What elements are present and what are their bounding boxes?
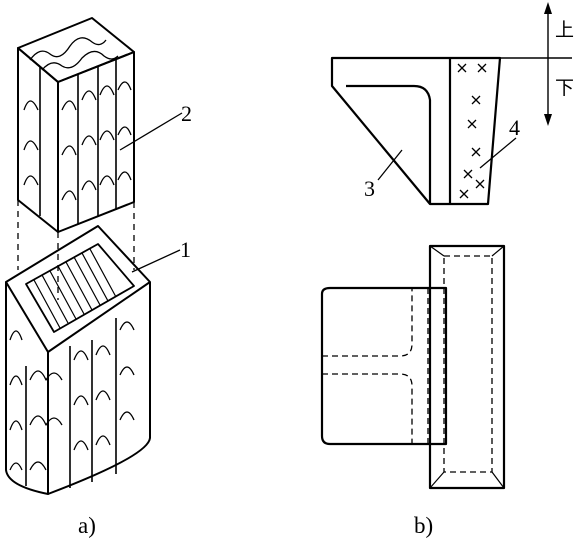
housing-right-side — [47, 282, 151, 495]
direction-label-up: 上 — [555, 19, 574, 41]
section-outline — [330, 56, 502, 206]
housing-left-side — [5, 282, 49, 495]
block-grain — [23, 37, 132, 201]
caption-b: b) — [414, 513, 433, 538]
section-view — [330, 56, 502, 206]
caption-a: a) — [78, 513, 96, 538]
plan-right-frame — [428, 244, 506, 490]
arrow-head-up — [544, 2, 552, 14]
callout-label-1: 1 — [180, 237, 191, 262]
arrow-head-down — [544, 114, 552, 126]
leader-line-4 — [479, 137, 517, 169]
diagram-a — [5, 17, 183, 495]
housing-grain — [9, 321, 135, 471]
callout-label-3: 3 — [364, 176, 375, 201]
block-panel-lines — [39, 60, 117, 224]
callout-label-4: 4 — [509, 115, 520, 140]
direction-label-down: 下 — [555, 78, 574, 99]
section-inner-profile — [346, 84, 432, 204]
plan-right-inner — [443, 255, 493, 473]
plan-chamfer-lines — [429, 245, 505, 489]
leader-line-3 — [377, 149, 403, 181]
housing-panel-lines — [25, 318, 117, 488]
callout-label-2: 2 — [181, 101, 192, 126]
part-2-block — [17, 17, 135, 233]
block-front-face — [57, 51, 135, 233]
housing-inner-slats — [33, 248, 117, 329]
leader-line-2 — [119, 112, 183, 151]
plan-view — [320, 244, 506, 490]
plan-left-box — [320, 286, 448, 446]
block-left-face — [17, 47, 59, 233]
leader-line-1 — [131, 249, 181, 273]
hatch-crosses — [457, 63, 487, 199]
diagram-b — [320, 2, 572, 490]
part-1-housing — [5, 225, 151, 495]
plan-hidden-lines — [322, 288, 429, 444]
